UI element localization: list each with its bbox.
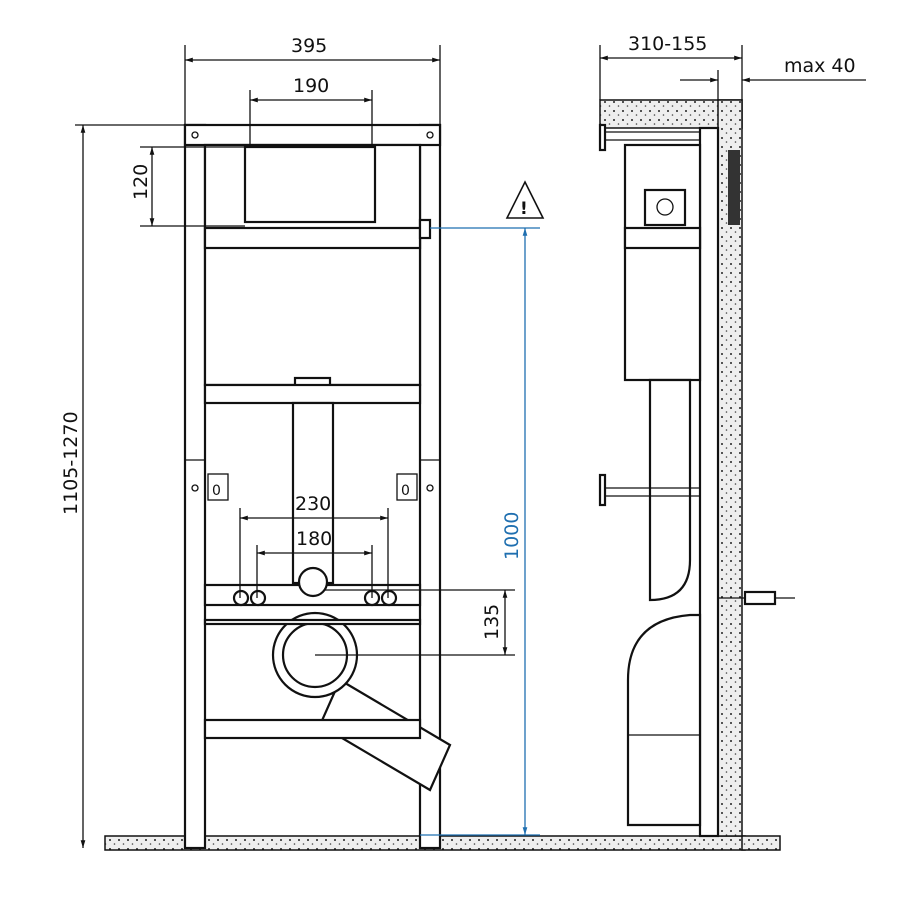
side-frame-post	[698, 126, 720, 838]
dim-max-wall: max 40	[784, 55, 856, 77]
water-connections	[232, 566, 398, 607]
dim-frame-width: 395	[291, 35, 327, 57]
dim-inner-connections: 180	[296, 528, 332, 550]
floor-side	[741, 835, 781, 851]
zero-markers: 0 0	[207, 473, 418, 501]
wall-insulation	[728, 150, 740, 225]
dim-reference-height: 1000	[501, 512, 523, 560]
side-cistern	[598, 123, 795, 827]
dim-frame-height: 1105-1270	[60, 411, 82, 515]
dim-outer-connections: 230	[295, 493, 331, 515]
dimension-lines	[75, 45, 540, 848]
dim-depth: 310-155	[628, 33, 707, 55]
zero-marker-left: 0	[212, 483, 221, 499]
side-dimension-lines	[599, 45, 866, 100]
crossbar-bottom	[203, 718, 422, 740]
cistern	[203, 143, 432, 390]
svg-text:!: !	[520, 199, 528, 219]
dim-plate-height: 120	[130, 164, 152, 200]
dim-drain-offset: 135	[481, 604, 503, 640]
dim-plate-width: 190	[293, 75, 329, 97]
bar-line	[203, 618, 422, 626]
crossbar-top	[203, 383, 422, 405]
front-frame	[183, 123, 442, 850]
warning-icon: !	[505, 180, 545, 219]
zero-marker-right: 0	[401, 483, 410, 499]
flush-plate	[243, 145, 377, 224]
